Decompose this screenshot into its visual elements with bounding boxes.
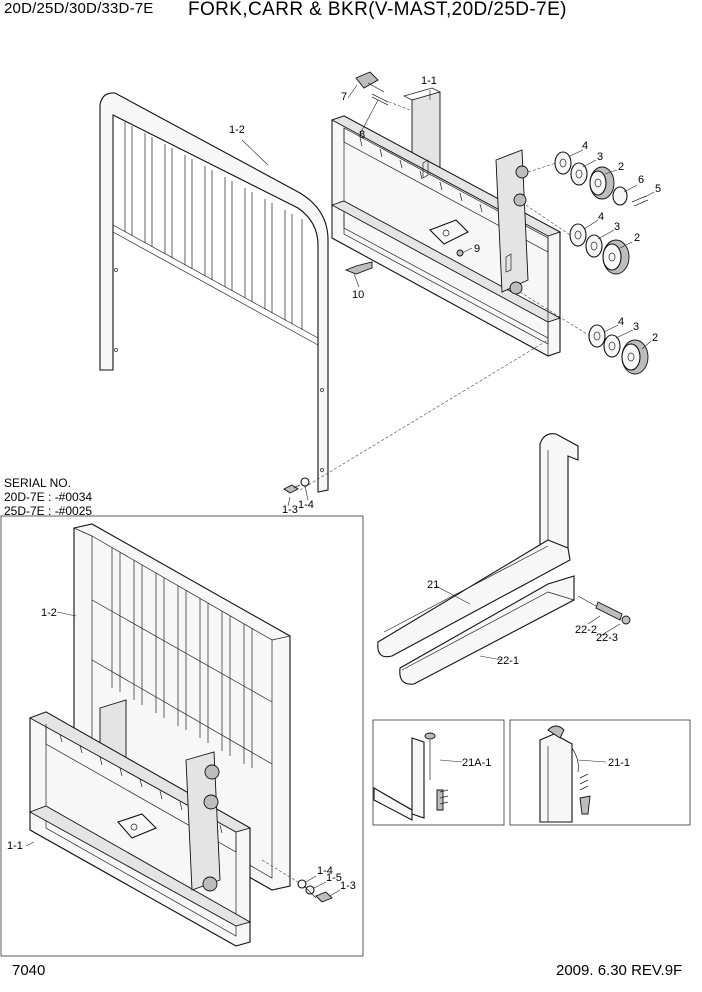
callout-22-2: 22-2: [575, 624, 597, 636]
fork-assembly: [377, 433, 631, 685]
page-number: 7040: [12, 962, 46, 979]
callout-1-3-top: 1-3: [282, 504, 298, 516]
callout-7: 7: [341, 91, 347, 103]
callout-4b: 4: [598, 211, 604, 223]
callout-21a-1: 21A-1: [462, 757, 491, 769]
callout-3c: 3: [633, 321, 639, 333]
callout-1-2-bottom: 1-2: [41, 607, 57, 619]
detail-21a-1-drawing: [373, 732, 463, 821]
callout-8: 8: [359, 129, 365, 141]
roller-stack-1: [554, 151, 649, 207]
carriage-bottom: [28, 699, 252, 947]
model-range: 20D/25D/30D/33D-7E: [4, 0, 154, 17]
roller-stack-2: [569, 223, 630, 275]
detail-box-21-1: [509, 719, 691, 826]
callout-22-1: 22-1: [497, 655, 519, 667]
callout-1-3-bottom: 1-3: [340, 880, 356, 892]
callout-5: 5: [655, 183, 661, 195]
page-title: FORK,CARR & BKR(V-MAST,20D/25D-7E): [188, 0, 567, 20]
callout-1-1-bottom: 1-1: [7, 840, 23, 852]
callout-2a: 2: [618, 161, 624, 173]
bolt-washer-top: [283, 477, 310, 507]
callout-6: 6: [638, 174, 644, 186]
serial-heading: SERIAL NO.: [4, 476, 71, 490]
serial-line-25d: 25D-7E : -#0025: [4, 504, 93, 518]
serial-line-20d: 20D-7E : -#0034: [4, 490, 93, 504]
callout-3a: 3: [597, 151, 603, 163]
detail-box-21a-1: [372, 719, 505, 826]
revision-date: 2009. 6.30 REV.9F: [556, 962, 683, 979]
callout-4c: 4: [618, 316, 624, 328]
serial-variant-box: [0, 515, 364, 957]
callout-22-3: 22-3: [596, 632, 618, 644]
callout-2c: 2: [652, 332, 658, 344]
bolt-washer-bottom: [261, 859, 341, 903]
callout-4a: 4: [582, 140, 588, 152]
callout-21-1: 21-1: [608, 757, 630, 769]
callout-1-4-bottom: 1-4: [317, 865, 333, 877]
load-backrest-top: [99, 92, 329, 493]
callout-1-4-top: 1-4: [298, 499, 314, 511]
callout-21: 21: [427, 579, 439, 591]
roller-stack-3: [588, 324, 649, 375]
detail-21-1-drawing: [539, 725, 607, 823]
callout-9: 9: [474, 243, 480, 255]
callout-10: 10: [352, 289, 364, 301]
callout-2b: 2: [634, 232, 640, 244]
carriage-top: [330, 87, 562, 357]
fasteners-top: [344, 71, 464, 275]
callout-1-2-top: 1-2: [229, 124, 245, 136]
callout-1-5-bottom: 1-5: [326, 872, 342, 884]
callout-3b: 3: [614, 221, 620, 233]
callout-1-1-top: 1-1: [421, 75, 437, 87]
